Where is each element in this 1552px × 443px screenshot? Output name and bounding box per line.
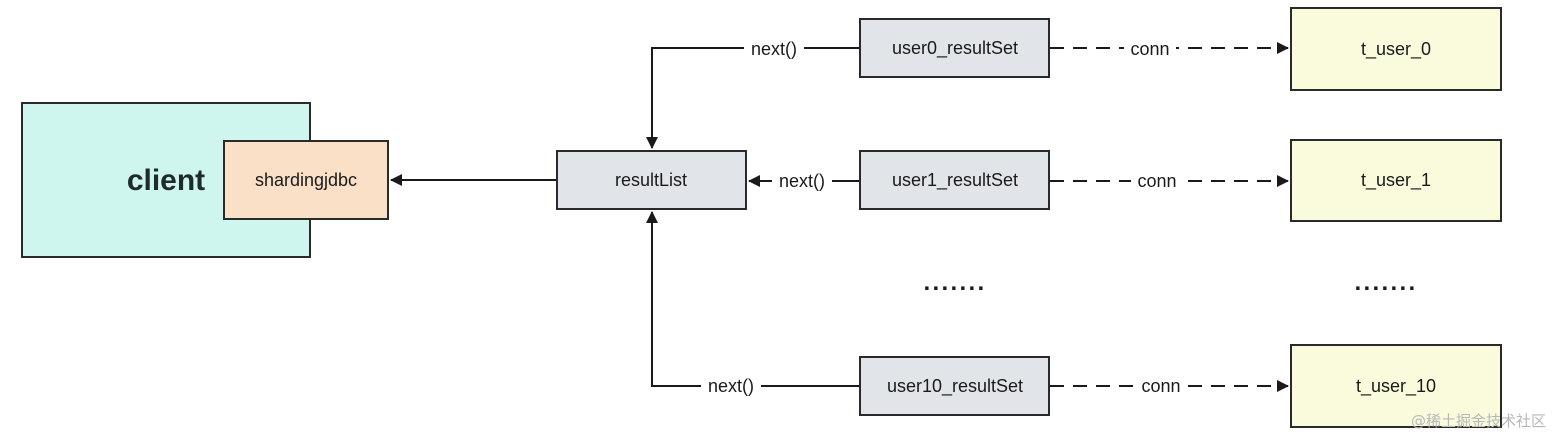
next-10-label-bg [701,375,761,397]
client-label: client [127,164,205,197]
t-user-1-box [1290,139,1502,222]
user0-result-set-label: user0_resultSet [892,38,1018,59]
result-list-box [556,150,747,210]
next-0-label: next() [751,39,797,59]
shardingjdbc-label: shardingjdbc [255,170,357,190]
user10-result-set-box [859,356,1050,416]
t-user-10-label: t_user_10 [1356,376,1436,397]
watermark: @稀土掘金技术社区 [1411,412,1546,430]
result-set-ellipsis: ······· [924,275,987,302]
conn-0-label: conn [1130,39,1169,59]
conn-10-label: conn [1141,376,1180,396]
user0-result-set-box [859,18,1050,78]
conn-0-label-bg [1124,38,1176,60]
shardingjdbc-box [223,140,389,220]
next-10-label: next() [708,376,754,396]
user1-result-set-label: user1_resultSet [892,170,1018,191]
conn-1-label-bg [1131,170,1183,192]
conn-10-label-bg [1135,375,1187,397]
t-user-1-label: t_user_1 [1361,170,1431,191]
table-ellipsis: ······· [1355,275,1418,302]
next-0-connector [646,47,859,149]
result-list-label: resultList [615,170,687,190]
next-10-connector [646,211,859,387]
next-0-label-bg [744,38,804,60]
user1-result-set-box [859,150,1050,210]
user10-result-set-label: user10_resultSet [887,376,1023,397]
t-user-0-label: t_user_0 [1361,39,1431,60]
next-1-label: next() [779,171,825,191]
t-user-10-box [1290,344,1502,428]
t-user-0-box [1290,7,1502,91]
conn-1-label: conn [1137,171,1176,191]
next-1-label-bg [772,170,832,192]
